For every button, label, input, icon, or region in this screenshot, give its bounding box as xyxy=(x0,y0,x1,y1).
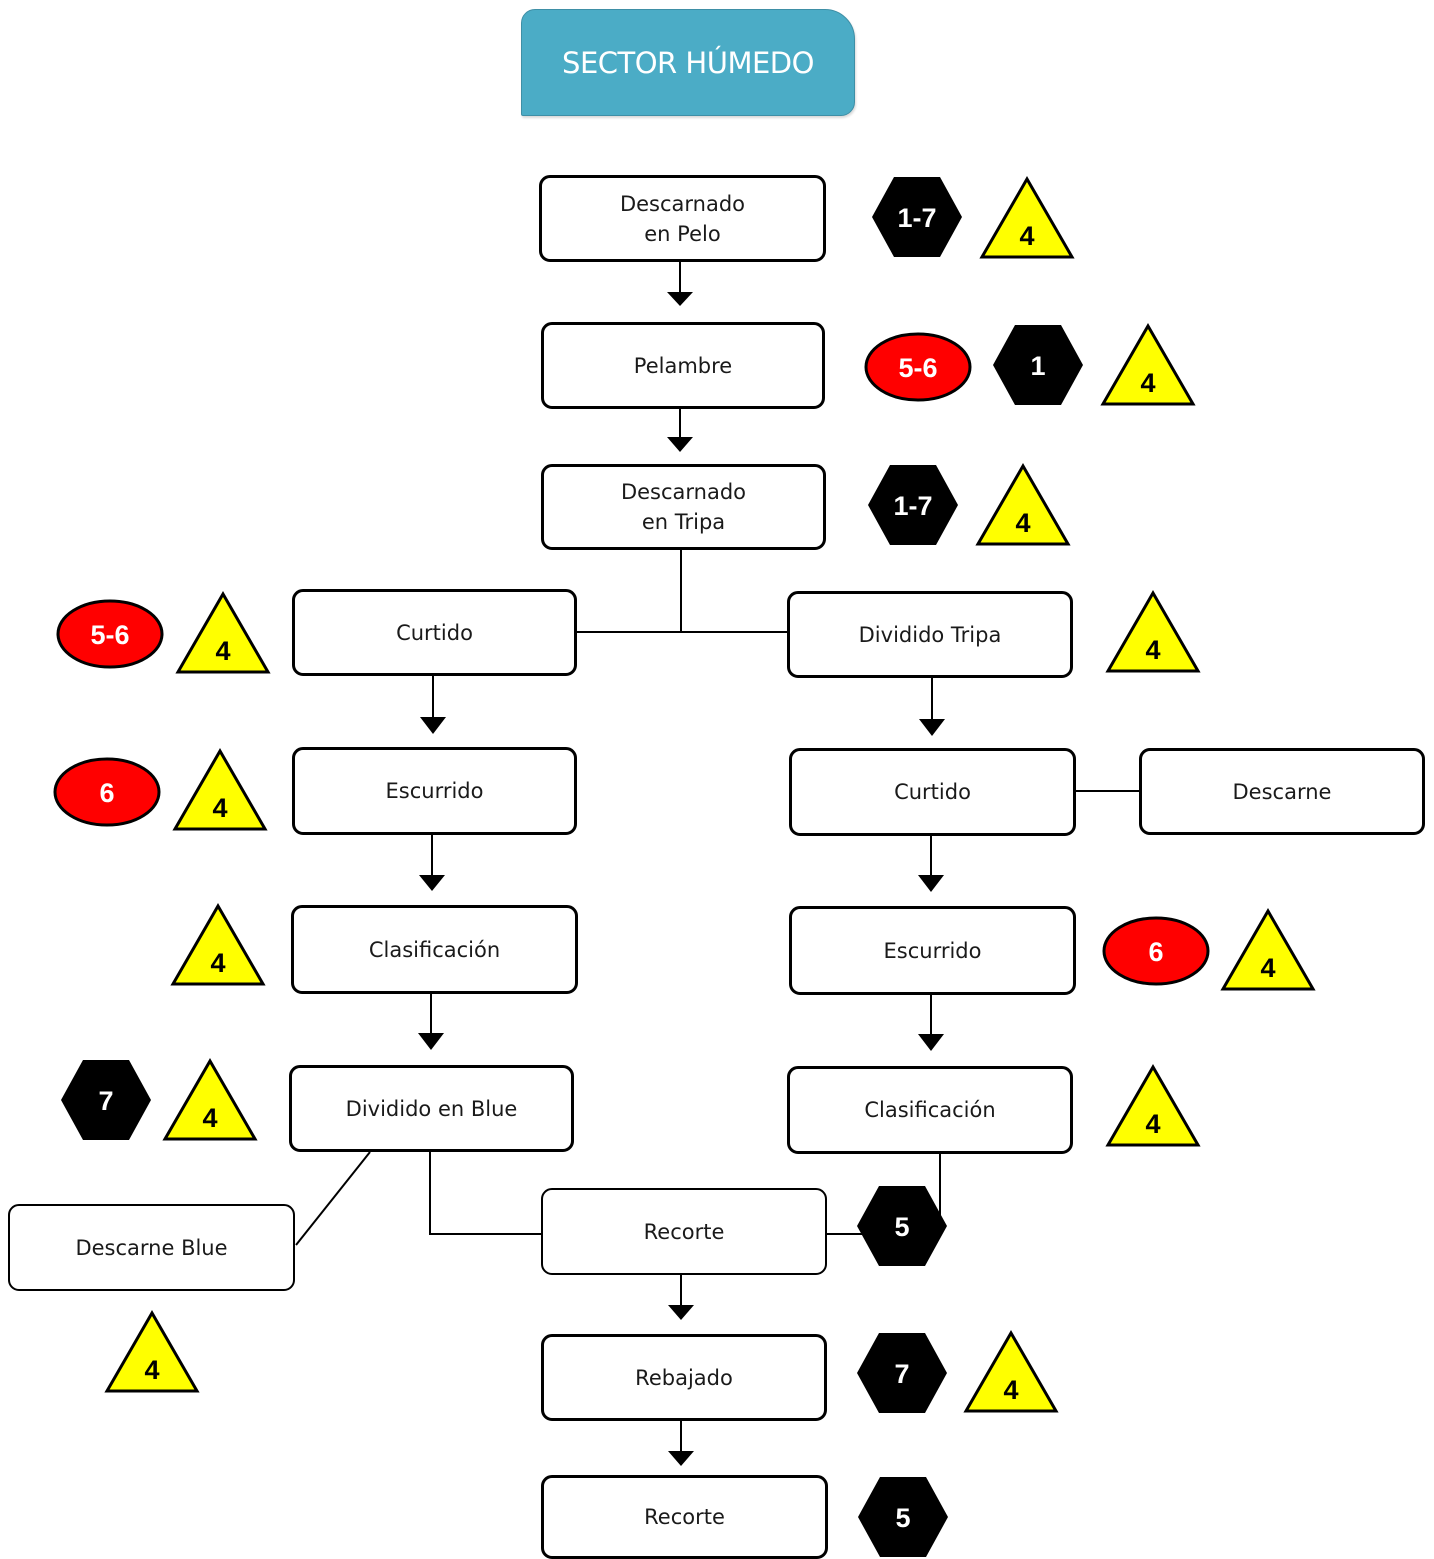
process-escurrido-left: Escurrido xyxy=(292,747,577,835)
process-dividido-en-blue: Dividido en Blue xyxy=(289,1065,574,1152)
hazard-ellipse-icon: 5-6 xyxy=(864,332,972,402)
badge-label: 4 xyxy=(1015,508,1030,538)
process-pelambre: Pelambre xyxy=(541,322,825,409)
hazard-hexagon-icon: 1 xyxy=(993,325,1083,405)
arrowhead xyxy=(668,1451,694,1466)
arrowhead xyxy=(420,717,446,734)
badge-label: 5-6 xyxy=(90,620,129,650)
warning-triangle-icon: 4 xyxy=(1105,589,1201,673)
badge-label: 5-6 xyxy=(898,353,937,383)
arrowhead xyxy=(918,1034,944,1051)
badge-label: 5 xyxy=(894,1212,909,1242)
warning-triangle-icon: 4 xyxy=(170,902,266,986)
hazard-ellipse-icon: 5-6 xyxy=(56,599,164,669)
process-descarne: Descarne xyxy=(1139,748,1425,835)
arrowhead xyxy=(918,875,944,892)
warning-triangle-icon: 4 xyxy=(963,1329,1059,1413)
badge-label: 4 xyxy=(1003,1375,1018,1405)
arrowhead xyxy=(667,437,693,452)
hazard-hexagon-icon: 7 xyxy=(857,1333,947,1413)
badge-label: 4 xyxy=(215,636,230,666)
warning-triangle-icon: 4 xyxy=(1100,322,1196,406)
arrowhead xyxy=(668,1305,694,1320)
hazard-hexagon-icon: 5 xyxy=(858,1477,948,1557)
warning-triangle-icon: 4 xyxy=(979,175,1075,259)
badge-label: 4 xyxy=(1145,635,1160,665)
badge-label: 4 xyxy=(1019,221,1034,251)
hazard-ellipse-icon: 6 xyxy=(53,757,161,827)
warning-triangle-icon: 4 xyxy=(1220,907,1316,991)
badge-label: 5 xyxy=(895,1503,910,1533)
badge-label: 6 xyxy=(99,778,114,808)
badge-label: 4 xyxy=(144,1355,159,1385)
hazard-ellipse-icon: 6 xyxy=(1102,916,1210,986)
badge-label: 4 xyxy=(210,948,225,978)
arrowhead xyxy=(919,719,945,736)
hazard-hexagon-icon: 7 xyxy=(61,1060,151,1140)
badge-label: 7 xyxy=(894,1359,909,1389)
process-curtido-left: Curtido xyxy=(292,589,577,676)
process-escurrido-right: Escurrido xyxy=(789,906,1076,995)
warning-triangle-icon: 4 xyxy=(104,1309,200,1393)
process-rebajado: Rebajado xyxy=(541,1334,827,1421)
badge-label: 7 xyxy=(98,1086,113,1116)
process-clasificacion-left: Clasificación xyxy=(291,905,578,994)
badge-label: 1-7 xyxy=(893,491,932,521)
connector-blue-descarne-blue xyxy=(295,1151,371,1246)
warning-triangle-icon: 4 xyxy=(975,462,1071,546)
warning-triangle-icon: 4 xyxy=(1105,1063,1201,1147)
badge-label: 1 xyxy=(1030,351,1045,381)
sector-title: SECTOR HÚMEDO xyxy=(521,9,855,116)
badge-label: 4 xyxy=(1145,1109,1160,1139)
warning-triangle-icon: 4 xyxy=(162,1057,258,1141)
process-descarnado-en-pelo: Descarnado en Pelo xyxy=(539,175,826,262)
badge-label: 1-7 xyxy=(897,203,936,233)
process-recorte-final: Recorte xyxy=(541,1475,828,1559)
process-curtido-right: Curtido xyxy=(789,748,1076,836)
process-clasificacion-right: Clasificación xyxy=(787,1066,1073,1154)
process-dividido-tripa: Dividido Tripa xyxy=(787,591,1073,678)
badge-label: 6 xyxy=(1148,937,1163,967)
badge-label: 4 xyxy=(212,793,227,823)
connector-blue-recorte xyxy=(429,1152,542,1235)
process-descarnado-en-tripa: Descarnado en Tripa xyxy=(541,464,826,550)
process-recorte: Recorte xyxy=(541,1188,827,1275)
warning-triangle-icon: 4 xyxy=(175,590,271,674)
badge-label: 4 xyxy=(1140,368,1155,398)
warning-triangle-icon: 4 xyxy=(172,747,268,831)
hazard-hexagon-icon: 5 xyxy=(857,1186,947,1266)
process-descarne-blue: Descarne Blue xyxy=(8,1204,295,1291)
hazard-hexagon-icon: 1-7 xyxy=(868,465,958,545)
badge-label: 4 xyxy=(1260,953,1275,983)
badge-label: 4 xyxy=(202,1103,217,1133)
arrowhead xyxy=(419,875,445,891)
arrowhead xyxy=(418,1033,444,1050)
arrowhead xyxy=(667,292,693,306)
hazard-hexagon-icon: 1-7 xyxy=(872,177,962,257)
